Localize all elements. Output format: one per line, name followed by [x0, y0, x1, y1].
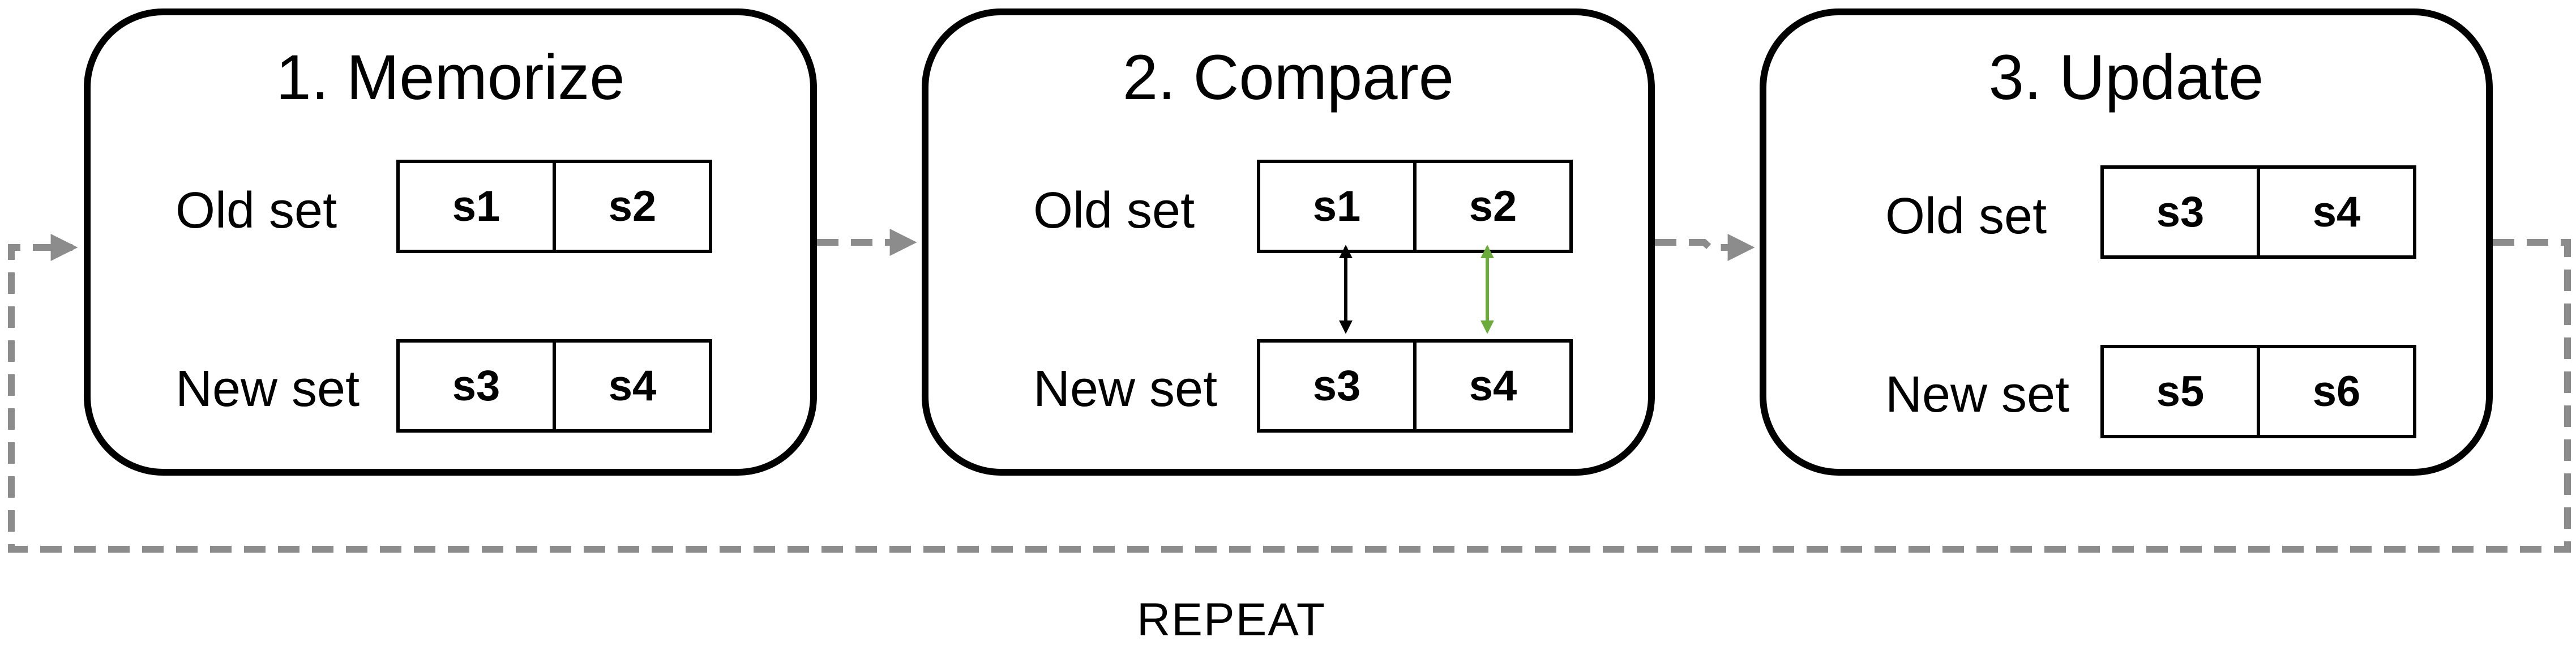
set-item: s3 [2156, 188, 2205, 236]
new-set-label: New set [1033, 361, 1218, 417]
new-set-box: s3 s4 [1257, 339, 1573, 433]
set-item: s6 [2257, 348, 2413, 435]
new-set-label: New set [176, 361, 360, 417]
old-set-box: s1 s2 [396, 160, 712, 253]
new-set-label: New set [1885, 366, 2070, 423]
set-item: s2 [553, 163, 709, 250]
old-set-box: s1 s2 [1257, 160, 1573, 253]
new-set-box: s3 s4 [396, 339, 712, 433]
set-item: s1 [1312, 182, 1361, 230]
set-item: s1 [452, 182, 500, 230]
set-item: s4 [2257, 169, 2413, 255]
new-set-box: s5 s6 [2100, 345, 2416, 438]
stage-update: 3. Update Old set s3 s4 New set s5 s6 [1760, 8, 2493, 476]
repeat-label: REPEAT [1137, 594, 1326, 646]
set-item: s3 [1312, 362, 1361, 410]
stage-memorize: 1. Memorize Old set s1 s2 New set s3 s4 [84, 8, 817, 476]
set-item: s4 [1413, 343, 1569, 429]
connector-compare-to-update [1655, 234, 1755, 261]
old-set-box: s3 s4 [2100, 165, 2416, 259]
set-item: s2 [1413, 163, 1569, 250]
old-set-label: Old set [176, 182, 337, 239]
stage-title: 3. Update [1988, 42, 2264, 113]
stage-title: 1. Memorize [276, 42, 625, 113]
set-item: s5 [2156, 367, 2205, 416]
stage-title: 2. Compare [1122, 42, 1454, 113]
stage-compare: 2. Compare Old set s1 s2 New set s3 s4 [922, 8, 1655, 476]
set-item: s3 [452, 362, 500, 410]
old-set-label: Old set [1885, 188, 2047, 245]
old-set-label: Old set [1033, 182, 1195, 239]
set-item: s4 [553, 343, 709, 429]
